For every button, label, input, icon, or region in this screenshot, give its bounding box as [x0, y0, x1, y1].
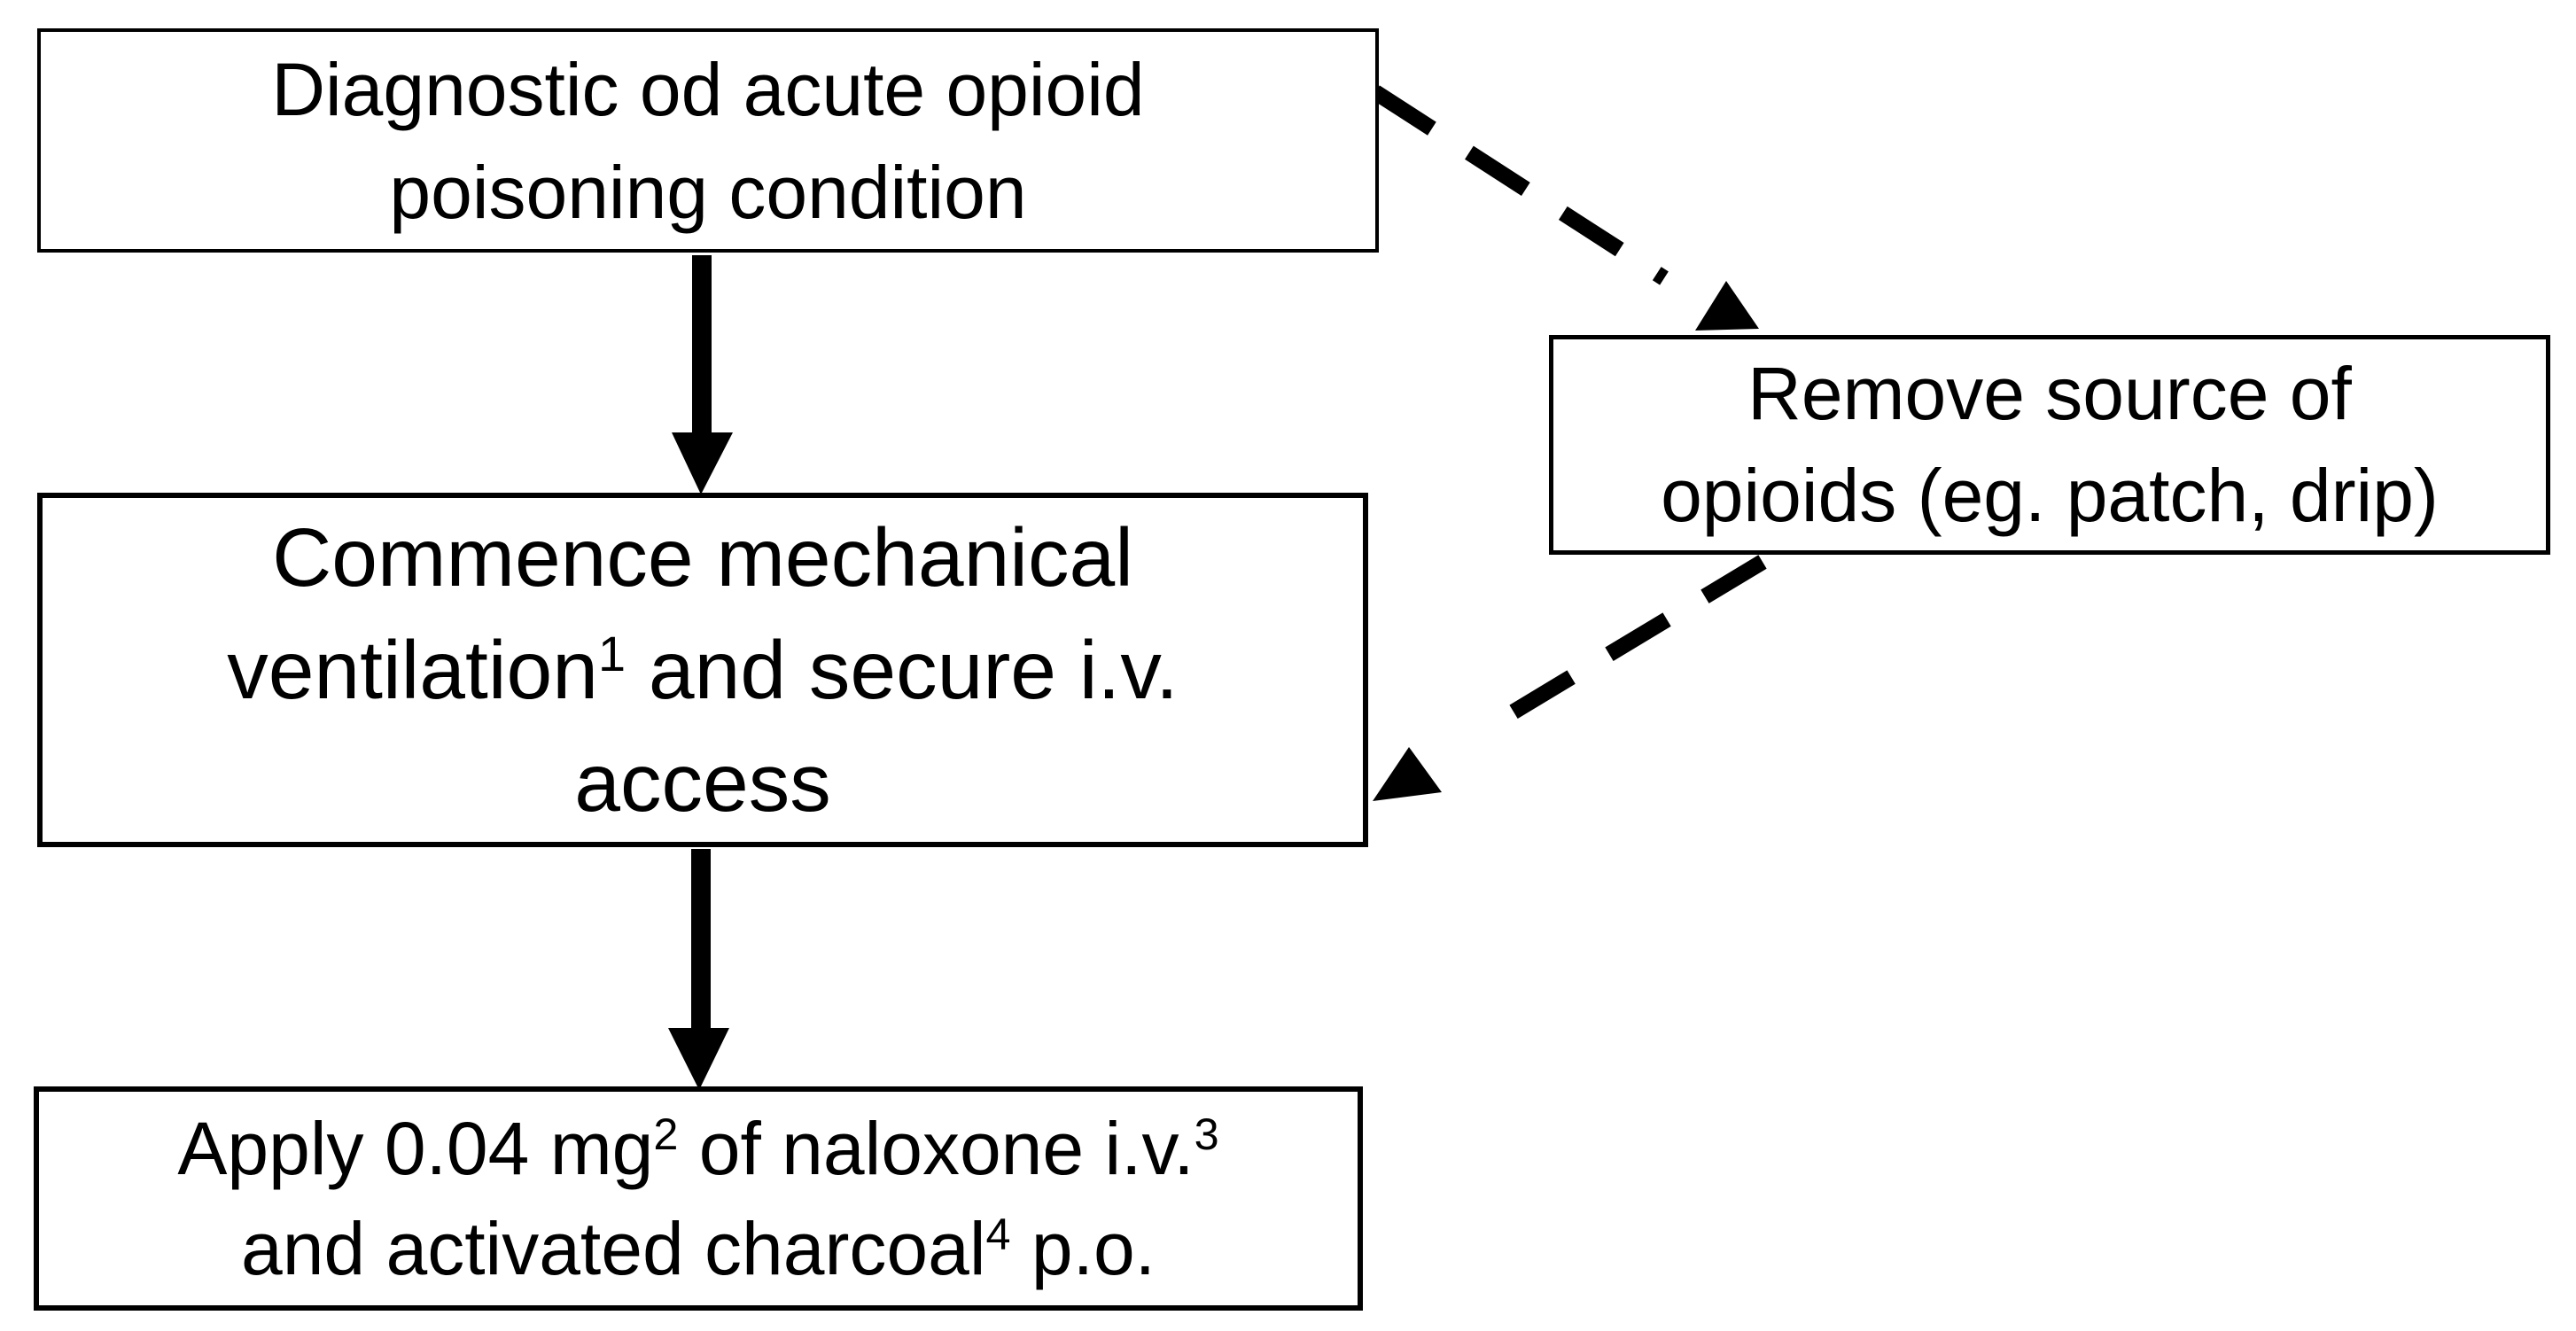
arrowhead-triangle-icon: [1695, 281, 1759, 331]
arrow-shaft: [692, 255, 712, 434]
node-remove-opioid-source: Remove source of opioids (eg. patch, drip…: [1549, 335, 2550, 555]
node-text-line: ventilation1 and secure i.v.: [227, 623, 1179, 716]
solid-arrow-ventilate-to-naloxone: [668, 849, 729, 1090]
solid-arrow-diagnose-to-ventilate: [672, 255, 733, 494]
node-text-line: Remove source of: [1747, 352, 2352, 435]
arrowhead-down-icon: [668, 1028, 729, 1090]
node-text-line: and activated charcoal4 p.o.: [240, 1206, 1156, 1290]
node-text-line: access: [574, 736, 831, 829]
node-commence-ventilation: Commence mechanical ventilation1 and secu…: [37, 493, 1368, 847]
node-text-line: opioids (eg. patch, drip): [1661, 454, 2439, 537]
arrowhead-triangle-icon: [1373, 747, 1442, 801]
dashed-arrow-remove-to-ventilate: [1373, 555, 1767, 801]
node-apply-naloxone-charcoal: Apply 0.04 mg2 of naloxone i.v.3 and acti…: [34, 1086, 1363, 1311]
node-text-line: poisoning condition: [389, 150, 1027, 234]
node-text-line: Commence mechanical: [272, 510, 1133, 603]
dashed-line: [1477, 555, 1767, 738]
dashed-arrow-diagnose-to-remove: [1371, 85, 1759, 331]
dashed-line: [1371, 85, 1669, 285]
arrowhead-down-icon: [672, 432, 733, 494]
node-diagnose-opioid-poisoning: Diagnostic od acute opioid poisoning cond…: [37, 28, 1379, 253]
node-text-line: Apply 0.04 mg2 of naloxone i.v.3: [177, 1106, 1219, 1190]
node-text-line: Diagnostic od acute opioid: [271, 47, 1145, 131]
arrow-shaft: [691, 849, 711, 1030]
